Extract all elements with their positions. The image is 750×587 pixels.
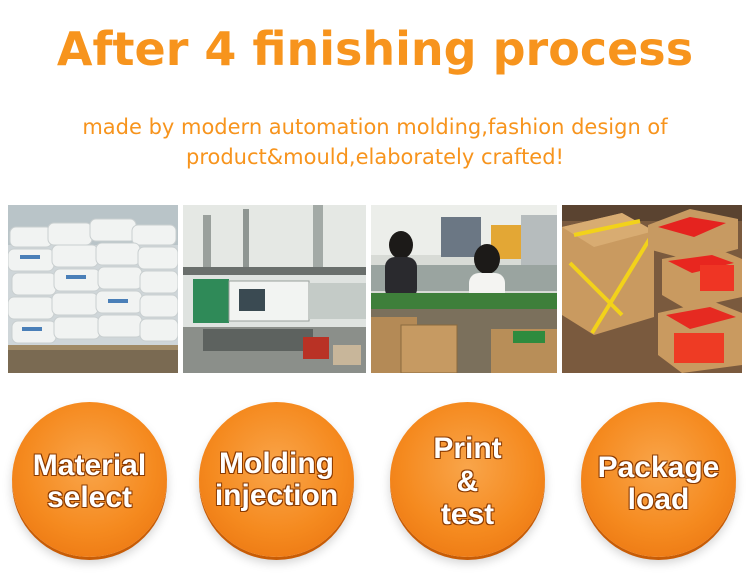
step-package-line1: Package <box>597 451 720 484</box>
step-material-label: Material select <box>0 450 187 514</box>
material-sacks-photo <box>8 205 178 373</box>
step-print-test: Print & test <box>390 402 545 557</box>
step-package-label: Package load <box>561 452 750 516</box>
step-package-line2: load <box>627 483 690 516</box>
page-title: After 4 finishing process <box>56 22 694 76</box>
step-molding-line1: Molding <box>219 447 334 480</box>
subtitle-line-1: made by modern automation molding,fashio… <box>82 115 668 139</box>
step-material-line1: Material <box>32 449 147 482</box>
step-molding-label: Molding injection <box>179 448 374 512</box>
step-molding-injection: Molding injection <box>199 402 354 557</box>
step-print-label: Print & test <box>370 432 565 531</box>
step-print-line1: Print <box>433 432 502 465</box>
step-material-line2: select <box>46 481 133 514</box>
step-material-select: Material select <box>12 402 167 557</box>
packed-cartons-photo <box>562 205 742 373</box>
subtitle-line-2: product&mould,elaborately crafted! <box>186 145 564 169</box>
step-print-line3: test <box>440 498 495 531</box>
step-print-line2: & <box>456 465 479 498</box>
step-package-load: Package load <box>581 402 736 557</box>
injection-machine-photo <box>183 205 366 373</box>
workers-printing-photo <box>371 205 557 373</box>
step-molding-line2: injection <box>214 479 339 512</box>
